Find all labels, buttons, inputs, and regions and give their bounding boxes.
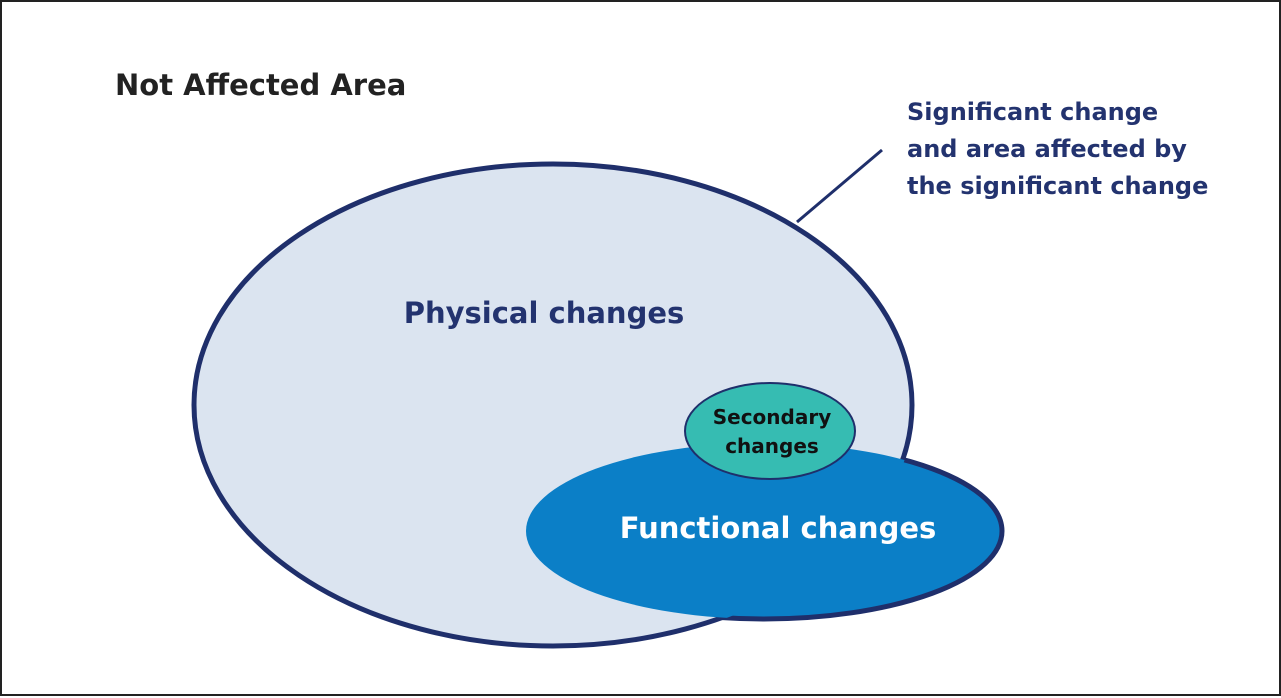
secondary-changes-line-2: changes [725, 434, 819, 458]
callout-line-1: Significant change [907, 98, 1158, 126]
callout-line-2: and area affected by [907, 135, 1187, 163]
functional-changes-ellipse [526, 443, 1002, 619]
not-affected-area-label: Not Affected Area [115, 68, 406, 102]
physical-changes-label: Physical changes [404, 296, 685, 330]
callout-leader-line [796, 148, 883, 224]
functional-changes-label: Functional changes [620, 511, 937, 545]
secondary-changes-ellipse [684, 382, 856, 480]
callout-line-3: the significant change [907, 172, 1208, 200]
secondary-changes-line-1: Secondary [713, 405, 832, 429]
